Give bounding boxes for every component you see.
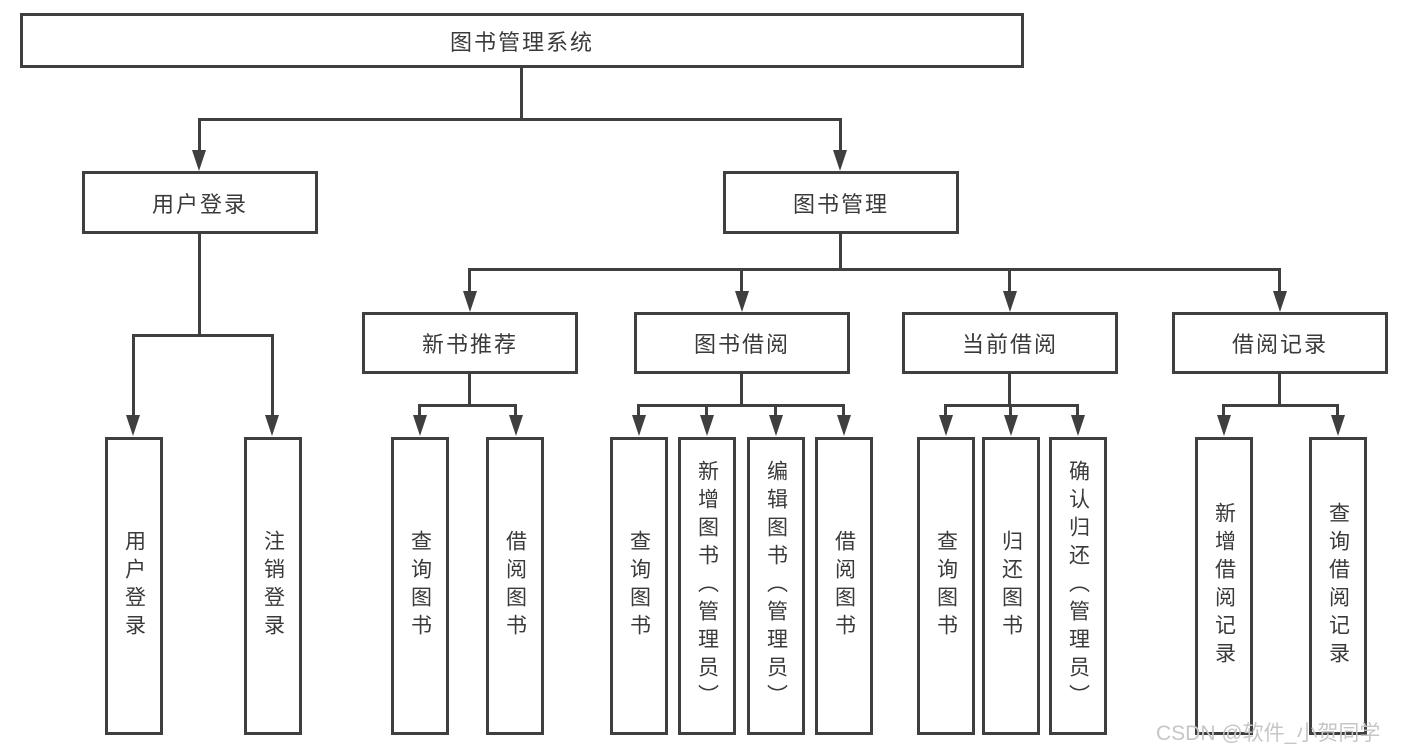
leaf-current-query-books: 查询图书	[917, 437, 975, 735]
connector-line	[198, 118, 842, 121]
connector-line	[1076, 404, 1079, 417]
node-current-borrow: 当前借阅	[902, 312, 1118, 374]
connector-line	[1008, 374, 1011, 407]
leaf-records-query-record: 查询借阅记录	[1309, 437, 1367, 735]
connector-line	[468, 268, 471, 293]
leaf-borrow-add-books-admin-label: 新增图书（管理员）	[695, 460, 719, 712]
connector-line	[774, 404, 777, 417]
connector-line	[520, 68, 523, 121]
arrow-down-icon	[1331, 415, 1345, 436]
arrow-down-icon	[939, 415, 953, 436]
leaf-current-return-books: 归还图书	[982, 437, 1040, 735]
arrow-down-icon	[735, 291, 749, 312]
arrow-down-icon	[192, 150, 206, 171]
leaf-current-confirm-return-admin-label: 确认归还（管理员）	[1066, 460, 1090, 712]
leaf-borrow-edit-books-admin-label: 编辑图书（管理员）	[764, 460, 788, 712]
connector-line	[1009, 404, 1012, 417]
leaf-user-login-label: 用户登录	[122, 530, 146, 642]
leaf-logout: 注销登录	[244, 437, 302, 735]
connector-line	[1336, 404, 1339, 417]
leaf-borrow-edit-books-admin: 编辑图书（管理员）	[747, 437, 805, 735]
connector-line	[705, 404, 708, 417]
node-book-borrow-label: 图书借阅	[693, 332, 790, 357]
node-new-book-recommend: 新书推荐	[362, 312, 578, 374]
arrow-down-icon	[833, 150, 847, 171]
node-user-login: 用户登录	[82, 171, 318, 234]
leaf-borrow-borrow-books-label: 借阅图书	[832, 530, 856, 642]
connector-line	[637, 404, 845, 407]
node-new-book-recommend-label: 新书推荐	[421, 332, 518, 357]
arrow-down-icon	[509, 415, 523, 436]
leaf-records-add-record-label: 新增借阅记录	[1212, 502, 1236, 670]
node-borrow-records-label: 借阅记录	[1231, 332, 1328, 357]
arrow-down-icon	[1003, 291, 1017, 312]
leaf-recommend-query-books: 查询图书	[391, 437, 449, 735]
connector-line	[740, 374, 743, 407]
leaf-records-add-record: 新增借阅记录	[1195, 437, 1253, 735]
connector-line	[1278, 374, 1281, 407]
connector-line	[944, 404, 947, 417]
connector-line	[842, 404, 845, 417]
leaf-recommend-borrow-books-label: 借阅图书	[503, 530, 527, 642]
leaf-records-query-record-label: 查询借阅记录	[1326, 502, 1350, 670]
arrow-down-icon	[126, 415, 140, 436]
leaf-current-query-books-label: 查询图书	[934, 530, 958, 642]
arrow-down-icon	[700, 415, 714, 436]
leaf-recommend-borrow-books: 借阅图书	[486, 437, 544, 735]
node-root-label: 图书管理系统	[449, 29, 594, 55]
leaf-recommend-query-books-label: 查询图书	[408, 530, 432, 642]
leaf-borrow-query-books-label: 查询图书	[627, 530, 651, 642]
node-book-borrow: 图书借阅	[634, 312, 850, 374]
connector-line	[468, 268, 1281, 271]
arrow-down-icon	[1273, 291, 1287, 312]
leaf-current-return-books-label: 归还图书	[999, 530, 1023, 642]
connector-line	[1222, 404, 1339, 407]
connector-line	[1008, 268, 1011, 293]
node-root: 图书管理系统	[20, 13, 1024, 68]
connector-line	[740, 268, 743, 293]
node-book-management-label: 图书管理	[792, 191, 889, 217]
connector-line	[468, 374, 471, 407]
leaf-borrow-borrow-books: 借阅图书	[815, 437, 873, 735]
arrow-down-icon	[769, 415, 783, 436]
arrow-down-icon	[1217, 415, 1231, 436]
connector-line	[839, 234, 842, 271]
connector-line	[132, 334, 274, 337]
arrow-down-icon	[837, 415, 851, 436]
arrow-down-icon	[632, 415, 646, 436]
connector-line	[514, 404, 517, 417]
leaf-borrow-query-books: 查询图书	[610, 437, 668, 735]
arrow-down-icon	[413, 415, 427, 436]
connector-line	[198, 234, 201, 337]
connector-line	[418, 404, 421, 417]
connector-line	[271, 334, 274, 416]
connector-line	[637, 404, 640, 417]
connector-line	[198, 118, 201, 152]
node-book-management: 图书管理	[723, 171, 959, 234]
arrow-down-icon	[1071, 415, 1085, 436]
leaf-borrow-add-books-admin: 新增图书（管理员）	[678, 437, 736, 735]
leaf-user-login: 用户登录	[105, 437, 163, 735]
leaf-logout-label: 注销登录	[261, 530, 285, 642]
arrow-down-icon	[463, 291, 477, 312]
node-current-borrow-label: 当前借阅	[961, 332, 1058, 357]
connector-line	[839, 118, 842, 152]
arrow-down-icon	[265, 415, 279, 436]
node-user-login-label: 用户登录	[151, 191, 248, 217]
connector-line	[1278, 268, 1281, 293]
leaf-current-confirm-return-admin: 确认归还（管理员）	[1049, 437, 1107, 735]
connector-line	[418, 404, 517, 407]
connector-line	[132, 334, 135, 416]
csdn-watermark: CSDN @软件_小贺同学	[1156, 722, 1381, 745]
arrow-down-icon	[1004, 415, 1018, 436]
node-borrow-records: 借阅记录	[1172, 312, 1388, 374]
connector-line	[1222, 404, 1225, 417]
